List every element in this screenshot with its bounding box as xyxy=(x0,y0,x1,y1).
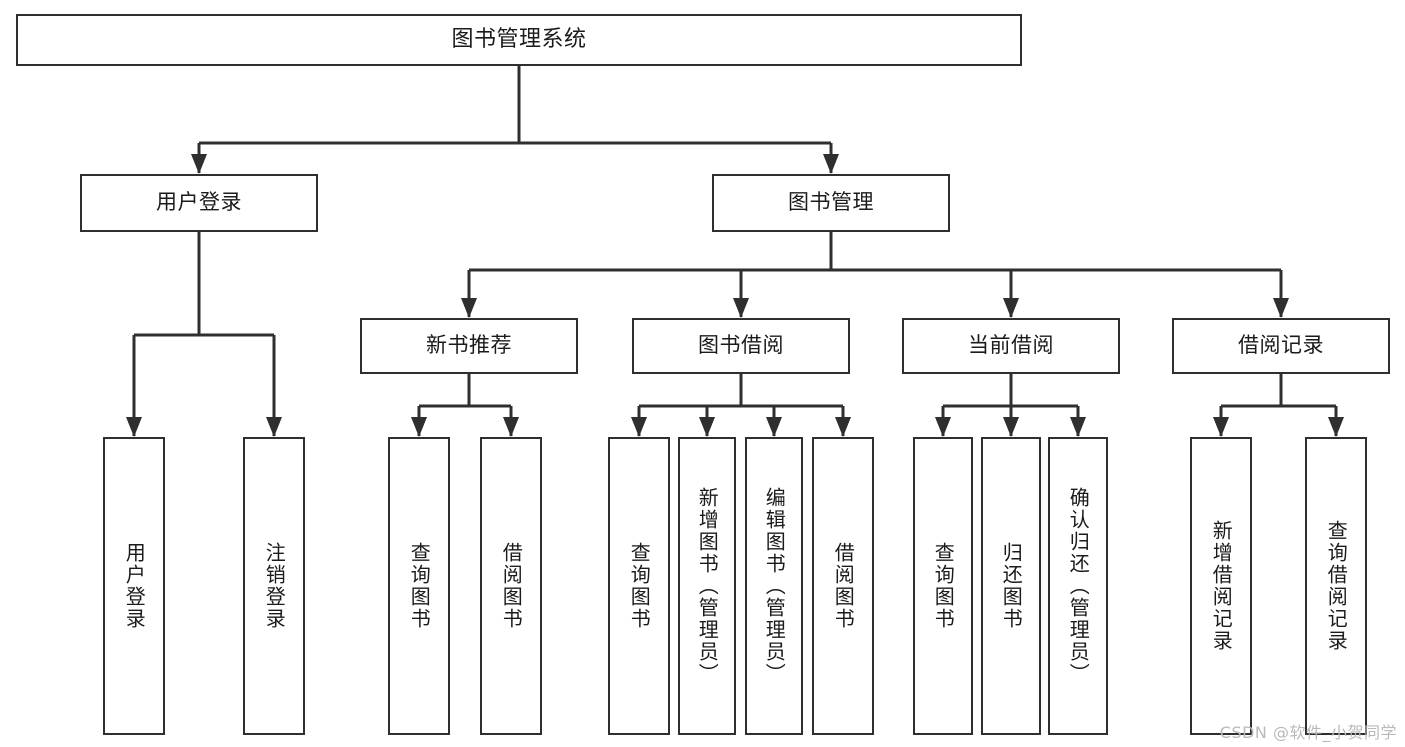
node-label: 图书管理系统 xyxy=(451,26,587,52)
arrowhead-leaf-cb-confirm xyxy=(1070,417,1086,437)
arrowhead-leaf-bb-edit xyxy=(766,417,782,437)
node-current-borrow[interactable]: 当前借阅 xyxy=(902,318,1120,374)
node-label: 借阅记录 xyxy=(1238,333,1324,358)
arrowhead-new-book-rec xyxy=(461,298,477,318)
node-new-book-rec[interactable]: 新书推荐 xyxy=(360,318,578,374)
node-label: 图书借阅 xyxy=(698,333,784,358)
arrowhead-leaf-cb-return xyxy=(1003,417,1019,437)
node-label: 注销登录 xyxy=(262,542,287,630)
node-leaf-cb-query[interactable]: 查询图书 xyxy=(913,437,973,735)
node-label: 归还图书 xyxy=(999,542,1024,630)
node-label: 借阅图书 xyxy=(499,542,524,630)
arrowhead-current-borrow xyxy=(1003,298,1019,318)
node-label: 用户登录 xyxy=(156,190,242,215)
node-label: 查询借阅记录 xyxy=(1324,520,1349,652)
node-label: 编辑图书（管理员） xyxy=(762,487,787,685)
node-leaf-nbr-query[interactable]: 查询图书 xyxy=(388,437,450,735)
arrowhead-leaf-bb-query xyxy=(631,417,647,437)
node-leaf-bb-query[interactable]: 查询图书 xyxy=(608,437,670,735)
node-user-login[interactable]: 用户登录 xyxy=(80,174,318,232)
node-book-borrow[interactable]: 图书借阅 xyxy=(632,318,850,374)
node-leaf-user-login[interactable]: 用户登录 xyxy=(103,437,165,735)
arrowhead-leaf-bb-borrow xyxy=(835,417,851,437)
node-label: 新书推荐 xyxy=(426,333,512,358)
node-leaf-br-query[interactable]: 查询借阅记录 xyxy=(1305,437,1367,735)
node-label: 用户登录 xyxy=(122,542,147,630)
arrowhead-leaf-br-add xyxy=(1213,417,1229,437)
node-leaf-br-add[interactable]: 新增借阅记录 xyxy=(1190,437,1252,735)
node-root[interactable]: 图书管理系统 xyxy=(16,14,1022,66)
node-label: 借阅图书 xyxy=(831,542,856,630)
node-label: 确认归还（管理员） xyxy=(1066,487,1091,685)
arrowhead-leaf-bb-add xyxy=(699,417,715,437)
node-label: 新增借阅记录 xyxy=(1209,520,1234,652)
node-borrow-record[interactable]: 借阅记录 xyxy=(1172,318,1390,374)
node-leaf-bb-borrow[interactable]: 借阅图书 xyxy=(812,437,874,735)
node-label: 新增图书（管理员） xyxy=(695,487,720,685)
arrowhead-leaf-nbr-borrow xyxy=(503,417,519,437)
node-label: 查询图书 xyxy=(931,542,956,630)
node-label: 查询图书 xyxy=(627,542,652,630)
node-leaf-user-logout[interactable]: 注销登录 xyxy=(243,437,305,735)
node-label: 查询图书 xyxy=(407,542,432,630)
arrowhead-leaf-nbr-query xyxy=(411,417,427,437)
node-label: 图书管理 xyxy=(788,190,874,215)
arrowhead-user-login xyxy=(191,154,207,174)
arrowhead-leaf-cb-query xyxy=(935,417,951,437)
node-leaf-cb-confirm[interactable]: 确认归还（管理员） xyxy=(1048,437,1108,735)
arrowhead-leaf-user-logout xyxy=(266,417,282,437)
arrowhead-leaf-br-query xyxy=(1328,417,1344,437)
node-book-manage[interactable]: 图书管理 xyxy=(712,174,950,232)
arrowhead-book-manage xyxy=(823,154,839,174)
node-leaf-bb-add[interactable]: 新增图书（管理员） xyxy=(678,437,736,735)
node-leaf-nbr-borrow[interactable]: 借阅图书 xyxy=(480,437,542,735)
arrowhead-book-borrow xyxy=(733,298,749,318)
node-leaf-cb-return[interactable]: 归还图书 xyxy=(981,437,1041,735)
node-label: 当前借阅 xyxy=(968,333,1054,358)
arrowhead-leaf-user-login xyxy=(126,417,142,437)
arrowhead-borrow-record xyxy=(1273,298,1289,318)
node-leaf-bb-edit[interactable]: 编辑图书（管理员） xyxy=(745,437,803,735)
